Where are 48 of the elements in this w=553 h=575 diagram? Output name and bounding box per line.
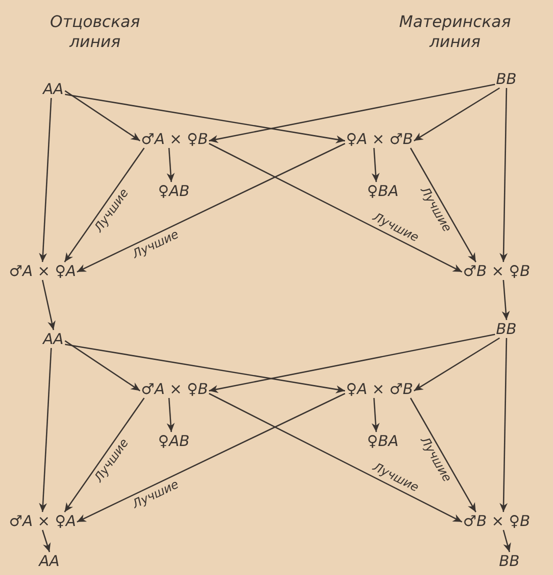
genotype-label: ♀BA [366, 432, 400, 450]
arrow [502, 530, 511, 552]
arrow [372, 148, 380, 182]
arrow [42, 280, 56, 330]
arrow [410, 148, 476, 262]
line-heading: Отцовская линия [49, 12, 141, 52]
arrow [500, 88, 508, 262]
genotype-label: BB [498, 552, 521, 570]
genotype-label: ♀AB [157, 432, 191, 450]
cross-formula: ♂A × ♀A [8, 262, 78, 280]
arrow [166, 148, 175, 182]
arrow [76, 142, 346, 272]
arrow [208, 392, 462, 522]
genotype-label: AA [42, 330, 65, 348]
genotype-label: ♀AB [157, 182, 191, 200]
cross-formula: ♂A × ♀B [140, 380, 210, 398]
arrow [500, 338, 508, 512]
genotype-label: AA [42, 80, 65, 98]
arrow [208, 142, 462, 272]
line-heading: Материнская линия [398, 12, 512, 52]
cross-formula: ♂A × ♀A [8, 512, 78, 530]
genotype-label: AA [38, 552, 61, 570]
arrow [64, 340, 140, 392]
arrow [208, 84, 496, 144]
arrow [42, 530, 51, 552]
arrow [38, 98, 52, 262]
arrow [38, 348, 52, 512]
arrow [414, 337, 500, 392]
arrow [64, 94, 346, 144]
arrow [166, 398, 175, 432]
cross-formula: ♂A × ♀B [140, 130, 210, 148]
arrow [410, 398, 476, 512]
arrow [64, 90, 140, 142]
genotype-label: ♀BA [366, 182, 400, 200]
genotype-label: BB [495, 320, 518, 338]
arrow [208, 334, 496, 394]
cross-formula: ♂B × ♀B [462, 262, 532, 280]
arrow [372, 398, 380, 432]
arrow [64, 398, 145, 512]
arrow [64, 344, 346, 394]
arrow [414, 87, 500, 142]
cross-formula: ♀A × ♂B [345, 130, 414, 148]
arrow [64, 148, 145, 262]
cross-formula: ♀A × ♂B [345, 380, 414, 398]
arrow [502, 280, 510, 320]
genotype-label: BB [495, 70, 518, 88]
arrow [76, 392, 346, 522]
cross-formula: ♂B × ♀B [462, 512, 532, 530]
